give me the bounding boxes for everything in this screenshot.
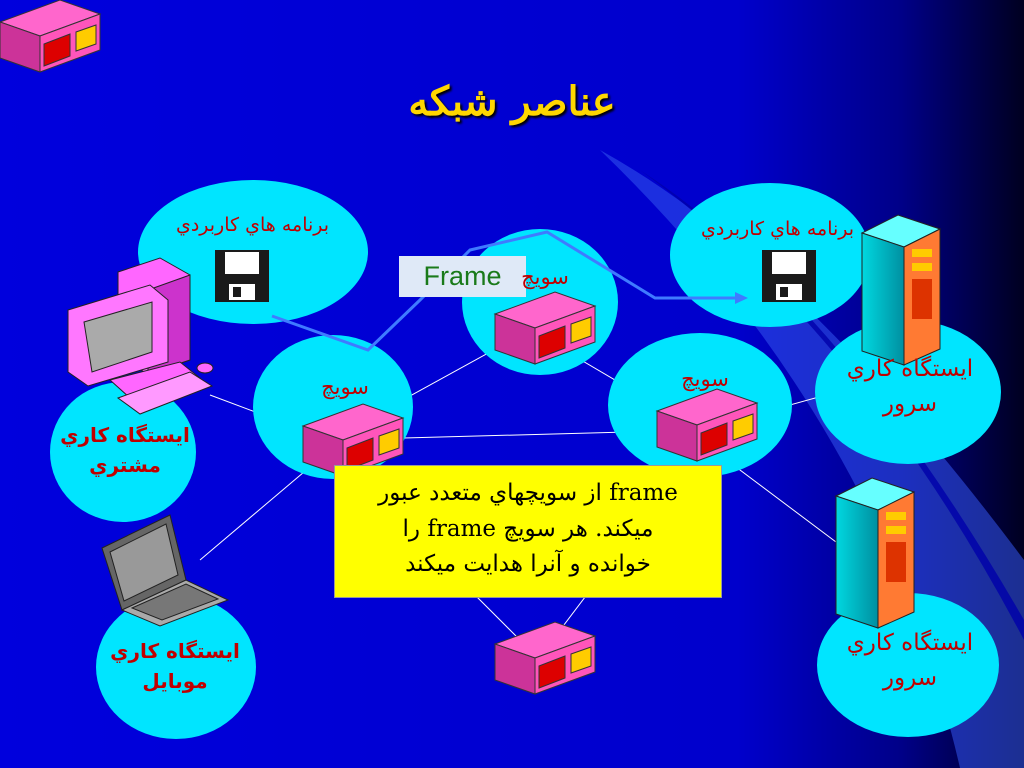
server-tower-icon bbox=[834, 477, 916, 629]
switch-label-right: سويچ bbox=[681, 367, 729, 391]
floppy-disk-icon bbox=[215, 250, 269, 302]
laptop-icon bbox=[101, 514, 230, 627]
app-label-right: برنامه هاي كاربردي bbox=[700, 218, 855, 240]
frame-tag: Frame bbox=[399, 256, 526, 297]
floppy-disk-icon bbox=[762, 250, 816, 302]
slide-title: عناصر شبكه bbox=[408, 78, 616, 125]
mobile-label: ايستگاه كاري موبايل bbox=[110, 639, 240, 693]
client-label: ايستگاه كاري مشتري bbox=[60, 423, 190, 477]
server-node-top bbox=[815, 320, 1001, 464]
desktop-computer-icon bbox=[67, 257, 214, 415]
server-node-bottom bbox=[817, 593, 999, 737]
app-label-left: برنامه هاي كاربردي bbox=[175, 214, 330, 236]
mobile-node bbox=[96, 595, 256, 739]
switch-label-left: سويچ bbox=[321, 375, 369, 399]
server-tower-icon bbox=[860, 214, 942, 366]
server-bottom-label: ايستگاه كاري سرور bbox=[846, 630, 974, 691]
switch-label-top: سويچ bbox=[521, 265, 569, 289]
frame-path-arrow bbox=[271, 230, 735, 352]
switch-icon bbox=[0, 0, 102, 73]
server-top-label: ايستگاه كاري سرور bbox=[846, 356, 974, 417]
client-node bbox=[50, 382, 196, 522]
frame-explanation-note: frame از سويچهاي متعدد عبور ميكند. هر سو… bbox=[334, 465, 722, 598]
